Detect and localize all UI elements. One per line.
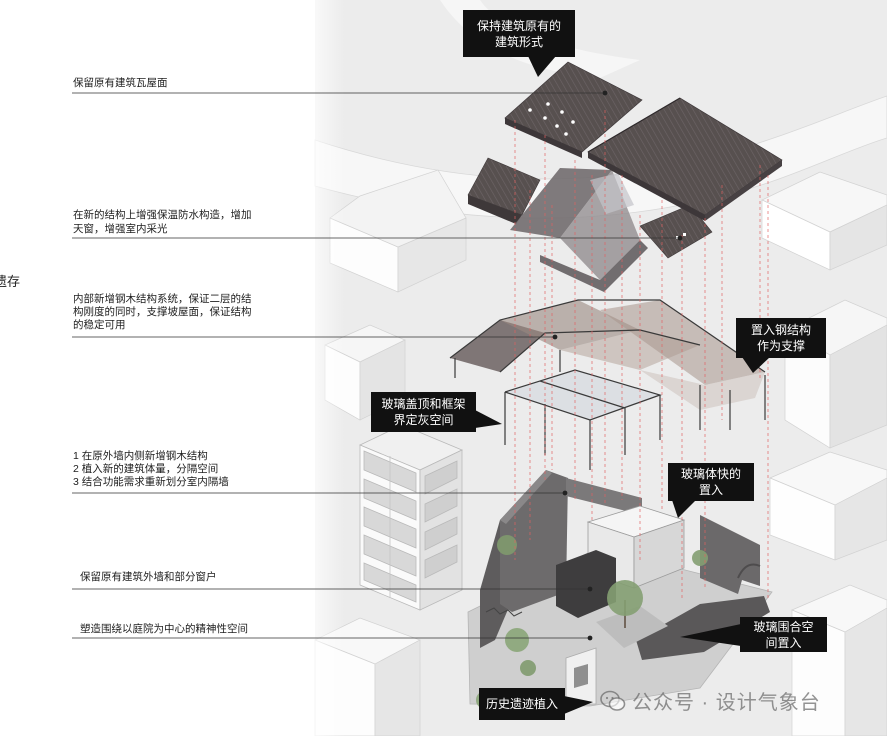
frame-building bbox=[359, 424, 463, 611]
roof-tiles-layer bbox=[504, 61, 783, 221]
projection-dash-lines bbox=[514, 110, 769, 600]
callout-line: 保持建筑原有的 bbox=[476, 18, 561, 33]
edge-fade bbox=[300, 0, 345, 736]
annotation-interventions: 1 在原外墙内侧新增钢木结构 2 植入新的建筑体量，分隔空间 3 结合功能需求重… bbox=[73, 450, 229, 489]
leader-dot bbox=[587, 586, 593, 592]
stairs bbox=[485, 607, 523, 617]
leader-dot bbox=[562, 490, 568, 496]
callout-line: 玻璃盖顶和框架 bbox=[381, 397, 466, 411]
skylight bbox=[590, 173, 634, 214]
annotation-line: 保留原有建筑瓦屋面 bbox=[73, 77, 168, 89]
callout-keep-form: 保持建筑原有的 建筑形式 bbox=[463, 10, 575, 57]
right-wall bbox=[700, 515, 760, 594]
glass-enclosure-wall bbox=[636, 596, 770, 660]
annotation-line: 3 结合功能需求重新划分室内隔墙 bbox=[73, 476, 229, 488]
courtyard bbox=[596, 606, 668, 648]
annotation-line: 内部新增钢木结构系统，保证二层的结 bbox=[73, 293, 252, 305]
callout-pointer-glass-volume bbox=[672, 500, 696, 518]
callout-pointer-glass-enclosure bbox=[680, 624, 741, 646]
annotation-line: 的稳定可用 bbox=[73, 319, 126, 331]
watermark: 公众号 · 设计气象台 bbox=[600, 686, 821, 715]
ground-floor-layer bbox=[467, 470, 773, 709]
annotation-steel-timber: 内部新增钢木结构系统，保证二层的结 构刚度的同时，支撑坡屋面，保证结构 的稳定可… bbox=[73, 293, 252, 332]
callout-glass-volume: 玻璃体快的 置入 bbox=[668, 463, 754, 501]
steel-frame-layer bbox=[449, 299, 766, 470]
callout-line: 历史遗迹植入 bbox=[485, 697, 558, 711]
callout-steel: 置入钢结构 作为支撑 bbox=[736, 318, 826, 358]
context-building-a bbox=[329, 169, 467, 293]
callout-glass-enclosure: 玻璃围合空 间置入 bbox=[740, 617, 827, 652]
callout-line: 作为支撑 bbox=[756, 339, 805, 353]
context-building-d bbox=[769, 451, 887, 561]
wechat-icon bbox=[600, 690, 626, 712]
annotation-courtyard: 塑造围绕以庭院为中心的精神性空间 bbox=[80, 623, 248, 636]
callout-line: 间置入 bbox=[765, 635, 802, 650]
callout-pointer-steel bbox=[742, 357, 770, 373]
roof-structure-layer bbox=[467, 157, 713, 292]
leader-dot bbox=[552, 334, 558, 340]
callout-heritage: 历史遗迹植入 bbox=[479, 688, 565, 720]
leader-dot bbox=[587, 635, 593, 641]
courtyard-trees bbox=[476, 535, 708, 709]
callout-line: 置入钢结构 bbox=[750, 323, 811, 337]
callout-line: 玻璃围合空 bbox=[753, 619, 814, 634]
annotation-line: 塑造围绕以庭院为中心的精神性空间 bbox=[80, 623, 248, 635]
back-wall bbox=[566, 478, 642, 515]
callout-pointer-keep-form bbox=[528, 56, 556, 77]
callout-line: 界定灰空间 bbox=[393, 413, 454, 427]
annotation-line: 1 在原外墙内侧新增钢木结构 bbox=[73, 450, 208, 462]
interior-block bbox=[556, 550, 616, 618]
callout-line: 建筑形式 bbox=[494, 34, 543, 49]
callout-line: 置入 bbox=[698, 483, 723, 497]
leader-dot bbox=[677, 235, 683, 241]
callout-glass-roof: 玻璃盖顶和框架 界定灰空间 bbox=[371, 392, 476, 432]
callout-line: 玻璃体快的 bbox=[680, 467, 741, 481]
annotation-line: 保留原有建筑外墙和部分窗户 bbox=[80, 571, 217, 583]
annotation-line: 构刚度的同时，支撑坡屋面，保证结构 bbox=[73, 306, 252, 318]
annotation-line: 天窗，增强室内采光 bbox=[73, 223, 168, 235]
annotation-roof-tiles: 保留原有建筑瓦屋面 bbox=[73, 77, 168, 90]
watermark-text: 公众号 · 设计气象台 bbox=[632, 692, 821, 714]
callout-pointer-heritage bbox=[564, 696, 593, 714]
context-building-b bbox=[761, 171, 887, 271]
side-label: 遗存 bbox=[0, 274, 21, 289]
annotation-line: 在新的结构上增强保温防水构造，增加 bbox=[73, 209, 252, 221]
callout-pointer-glass-roof bbox=[475, 410, 502, 428]
annotation-outer-walls: 保留原有建筑外墙和部分窗户 bbox=[80, 571, 217, 584]
annotation-insulation: 在新的结构上增强保温防水构造，增加 天窗，增强室内采光 bbox=[73, 208, 252, 236]
annotation-line: 2 植入新的建筑体量，分隔空间 bbox=[73, 463, 219, 475]
leader-dot bbox=[602, 90, 608, 96]
